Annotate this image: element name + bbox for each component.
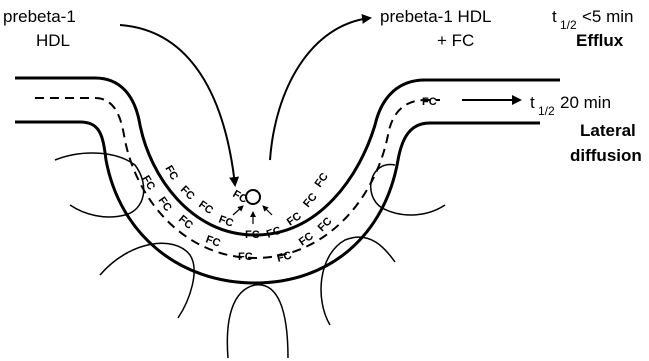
- efflux-t: t: [552, 7, 557, 26]
- output-label-line1: prebeta-1 HDL: [380, 7, 492, 26]
- efflux-time: <5 min: [582, 7, 634, 26]
- input-label-line1: prebeta-1: [3, 7, 76, 26]
- diffusion-sub: 1/2: [538, 104, 555, 118]
- fc-arrow-right: [263, 206, 272, 215]
- efflux-sub: 1/2: [560, 18, 577, 32]
- efflux-label: Efflux: [576, 31, 624, 50]
- fc-label: FC: [316, 215, 335, 234]
- hdl-input-arrow: [120, 25, 235, 185]
- membrane-outer-line: [15, 78, 560, 235]
- output-label-line2: + FC: [437, 31, 474, 50]
- fc-label: FC: [313, 171, 331, 190]
- fc-label: FC: [276, 249, 293, 264]
- fc-label: FC: [178, 184, 197, 203]
- fc-label: FC: [162, 164, 180, 183]
- fc-label: FC: [238, 251, 253, 263]
- diffusion-halflife: t 1/2 20 min: [530, 93, 611, 118]
- fc-label: FC: [231, 188, 250, 206]
- fc-lateral-label: FC: [422, 96, 437, 108]
- diffusion-label-line2: diffusion: [570, 146, 642, 165]
- diffusion-time: 20 min: [560, 93, 611, 112]
- fc-label: FC: [196, 199, 215, 217]
- fc-label: FC: [285, 210, 304, 228]
- diffusion-label-line1: Lateral: [580, 121, 636, 140]
- fc-label: FC: [176, 213, 195, 232]
- fc-label: FC: [297, 230, 316, 248]
- fc-label: FC: [301, 191, 320, 210]
- cell-outline-right-lower: [321, 237, 395, 325]
- fc-arrow-left: [233, 206, 243, 215]
- efflux-output-arrow: [270, 18, 370, 160]
- cell-outline-bottom: [227, 285, 288, 358]
- cell-outline-left-lower: [100, 243, 194, 318]
- cell-outline-right-upper: [371, 165, 445, 215]
- fc-label: FC: [265, 225, 283, 241]
- efflux-halflife: t 1/2 <5 min: [552, 7, 634, 32]
- fc-label: FC: [245, 229, 260, 241]
- diffusion-t: t: [530, 93, 535, 112]
- input-label-line2: HDL: [36, 31, 70, 50]
- cell-outline-left-upper: [55, 153, 144, 217]
